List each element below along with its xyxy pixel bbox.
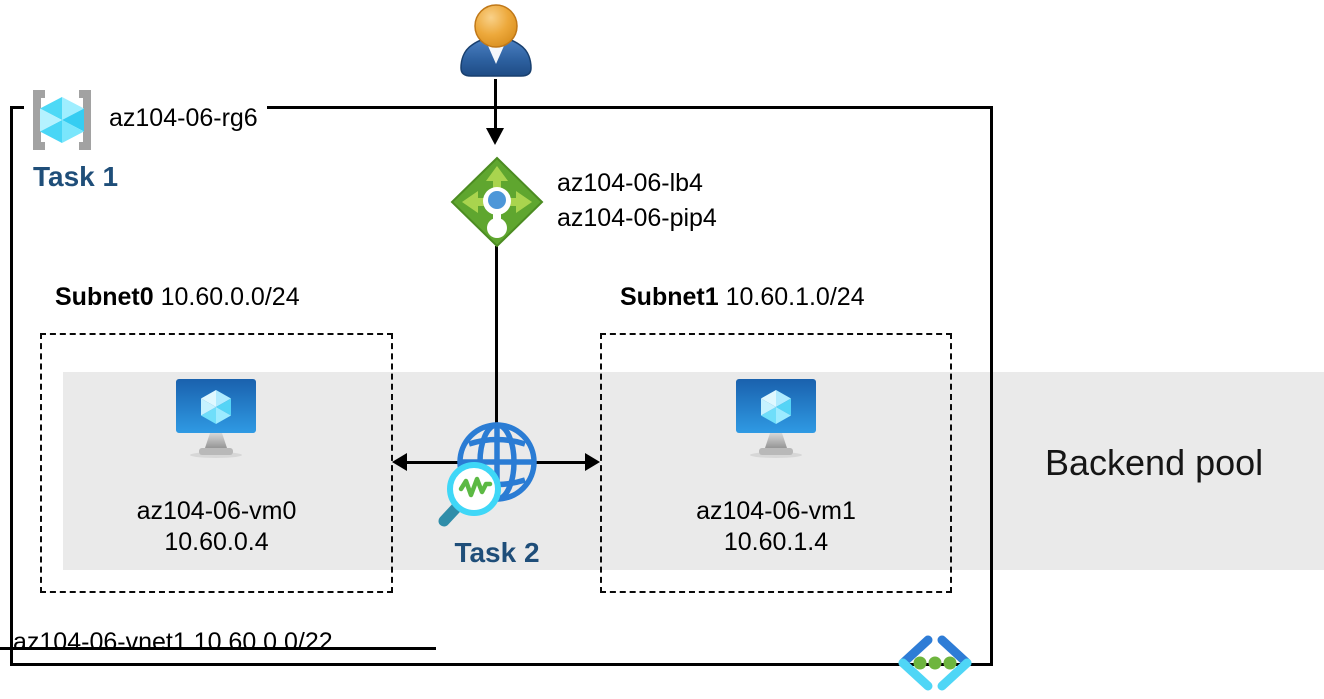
subnet0-name: Subnet0 [55,283,154,311]
resource-group-icon [24,89,100,151]
vm1-label: az104-06-vm1 10.60.1.4 [600,496,952,558]
vm0-label: az104-06-vm0 10.60.0.4 [40,496,393,558]
subnet1-cidr: 10.60.1.0/24 [725,283,865,311]
vnet-label: az104-06-vnet1 10.60.0.0/22 [13,628,333,656]
vm0-ip: 10.60.0.4 [164,528,269,556]
vm1-ip: 10.60.1.4 [723,528,829,556]
network-watcher-icon [438,422,537,527]
vm0-name: az104-06-vm0 [136,497,297,525]
vm1-name: az104-06-vm1 [696,497,856,525]
load-balancer-icon [450,156,544,248]
resource-group-name: az104-06-rg6 [100,103,267,133]
subnet1-label: Subnet1 10.60.1.0/24 [620,283,865,312]
vnet-boundary-line [0,647,436,650]
subnet1-boundary [600,333,952,593]
user-to-lb-arrow-line [494,79,497,130]
vm-arrowhead-right [585,453,600,471]
backend-pool-label: Backend pool [1045,442,1264,483]
virtual-machine-icon [736,379,816,458]
subnet0-label: Subnet0 10.60.0.0/24 [55,283,300,312]
subnet0-cidr: 10.60.0.0/24 [160,283,300,311]
public-ip-name: az104-06-pip4 [557,204,717,232]
vm-arrowhead-left [392,453,407,471]
task1-label: Task 1 [33,161,119,192]
subnet1-name: Subnet1 [620,283,719,311]
lb-to-monitor-line [495,246,498,438]
code-brackets-icon [898,635,972,691]
load-balancer-name: az104-06-lb4 [557,169,703,197]
user-icon [460,4,532,77]
user-to-lb-arrowhead [486,128,504,145]
virtual-machine-icon [176,379,256,458]
backend-pool-band [63,372,1324,570]
resource-group-boundary [10,106,993,666]
task2-label: Task 2 [454,537,540,568]
